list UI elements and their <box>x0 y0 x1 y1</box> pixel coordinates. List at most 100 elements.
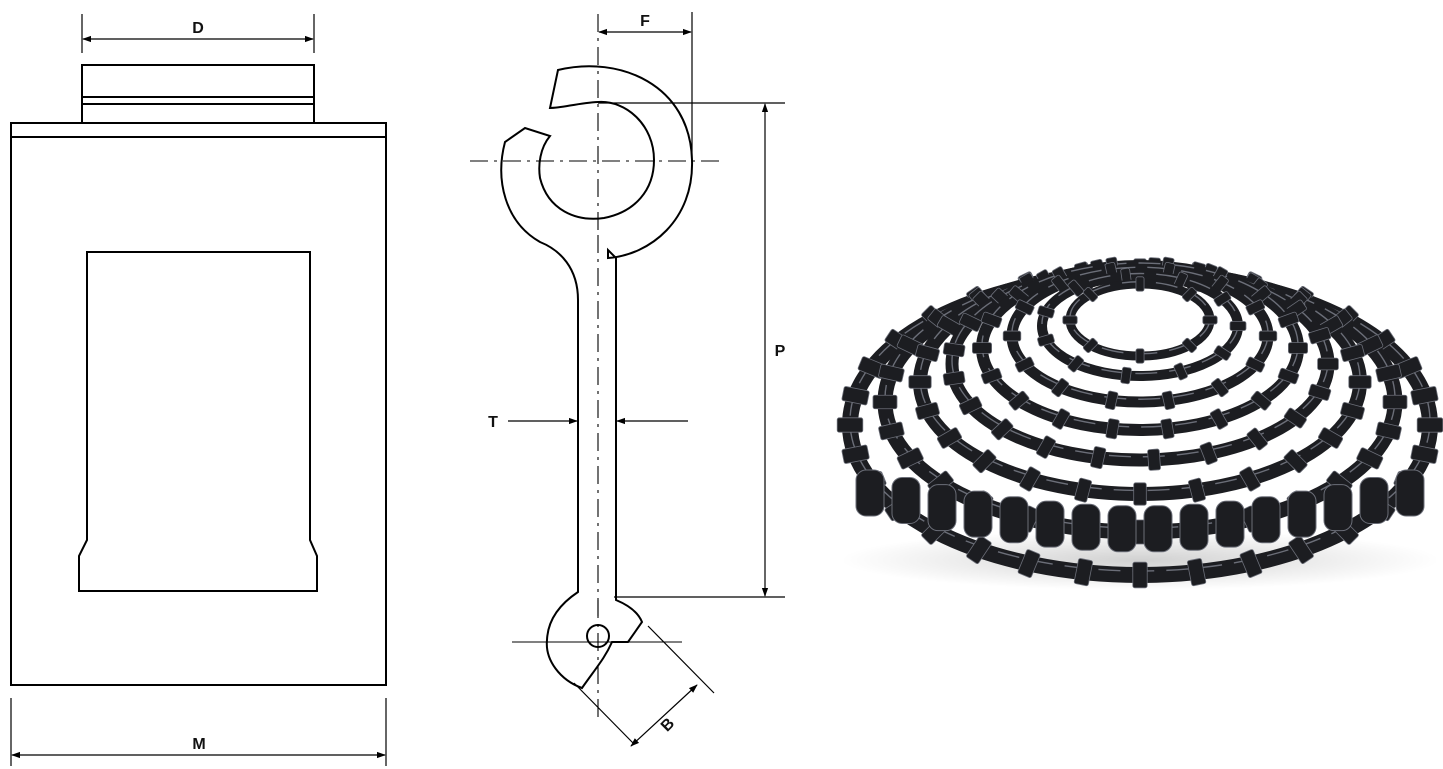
dim-b-line <box>630 684 698 747</box>
chain-roller <box>1143 505 1173 553</box>
chain-link <box>1181 287 1198 303</box>
chain-link <box>1283 449 1308 474</box>
chain-link <box>1245 299 1266 316</box>
chain-link <box>966 535 992 564</box>
chain-link <box>1082 287 1099 303</box>
chain-roller <box>891 476 921 524</box>
chain-link <box>1318 427 1344 449</box>
chain-link <box>1213 291 1232 307</box>
chain-link <box>1160 418 1175 440</box>
chain-link <box>1317 357 1339 371</box>
chain-link <box>1036 435 1056 459</box>
dim-f-label: F <box>640 13 650 30</box>
dim-d-label: D <box>192 20 204 37</box>
chain-roller <box>999 496 1029 544</box>
chain-link <box>980 311 1003 329</box>
chain-link <box>1288 342 1309 354</box>
dim-b-ext-bottom <box>573 682 635 745</box>
chain-roller <box>1323 484 1353 532</box>
chain-link <box>1133 482 1147 506</box>
chain-link <box>980 367 1003 385</box>
chain-link <box>1181 337 1198 353</box>
front-view <box>10 14 387 766</box>
chain-link <box>1250 390 1272 411</box>
chain-link <box>1288 535 1314 564</box>
chain-link <box>991 418 1014 441</box>
chain-link <box>1202 315 1218 325</box>
chain-link <box>1067 279 1085 297</box>
chain-link <box>1135 348 1145 364</box>
link-body <box>10 122 387 686</box>
chain-link <box>1239 466 1261 492</box>
chain-link <box>1037 305 1055 319</box>
chain-link <box>1210 378 1229 398</box>
chain-roller <box>1107 505 1137 553</box>
dim-t-label: T <box>488 414 498 431</box>
chain-roller <box>1035 500 1065 548</box>
chain-link <box>1340 402 1365 420</box>
chain-roller <box>1215 500 1245 548</box>
coiled-chain-photo-icon <box>836 256 1443 590</box>
chain-link <box>915 402 940 420</box>
dim-p-label: P <box>775 343 786 360</box>
dim-m-label: M <box>192 736 205 753</box>
chain-link <box>1229 321 1247 331</box>
chain-link <box>1037 333 1055 347</box>
chain-link <box>1173 362 1188 381</box>
chain-link <box>1188 477 1206 503</box>
chain-link <box>1014 299 1035 316</box>
chain-roller <box>927 484 957 532</box>
chain-roller <box>963 490 993 538</box>
chain-link <box>1348 375 1372 389</box>
chain-roller <box>1179 503 1209 551</box>
chain-link <box>1410 444 1439 464</box>
chain-roller <box>1359 476 1389 524</box>
chain-link <box>1105 418 1120 440</box>
chain-link <box>958 312 983 332</box>
chain-link <box>1258 330 1278 342</box>
chain-link <box>1410 386 1439 406</box>
chain-link <box>1082 337 1099 353</box>
chain-link <box>971 342 992 354</box>
chain-link <box>1062 315 1078 325</box>
chain-link <box>1340 344 1365 362</box>
chain-link <box>1382 394 1408 410</box>
chain-roller <box>1251 496 1281 544</box>
chain-link <box>1104 390 1119 411</box>
chain-link <box>1186 558 1207 587</box>
chain-link <box>1308 383 1332 401</box>
chain-link <box>1051 378 1070 398</box>
chain-link <box>878 363 905 383</box>
chain-link <box>1416 417 1443 433</box>
dim-b-ext-top <box>647 625 715 694</box>
chain-link <box>1074 477 1092 503</box>
chain-link <box>1277 367 1300 385</box>
chain-link <box>908 375 932 389</box>
chain-link <box>1245 356 1266 373</box>
chain-link <box>896 447 924 470</box>
chain-roller <box>1395 469 1425 517</box>
chain-link <box>1002 330 1022 342</box>
side-view <box>470 12 785 747</box>
chain-roller <box>855 469 885 517</box>
link-window <box>78 251 318 592</box>
chain-link <box>1161 390 1176 411</box>
link-profile <box>500 65 694 690</box>
chain-link <box>1213 345 1232 361</box>
chain-link <box>1051 408 1071 430</box>
chain-link <box>958 396 983 416</box>
chain-link <box>1067 355 1085 373</box>
chain-link <box>1283 407 1307 429</box>
chain-link <box>1375 421 1402 441</box>
chain-link <box>1246 427 1268 451</box>
chain-link <box>936 427 962 449</box>
chain-link <box>972 449 997 474</box>
chain-link <box>841 444 870 464</box>
chain-roller <box>1287 490 1317 538</box>
chain-link <box>1239 549 1263 578</box>
chain-link <box>1014 356 1035 373</box>
chain-roller <box>1071 503 1101 551</box>
chain-link <box>1147 448 1161 471</box>
chain-link <box>1277 311 1300 329</box>
chain-link <box>878 421 905 441</box>
